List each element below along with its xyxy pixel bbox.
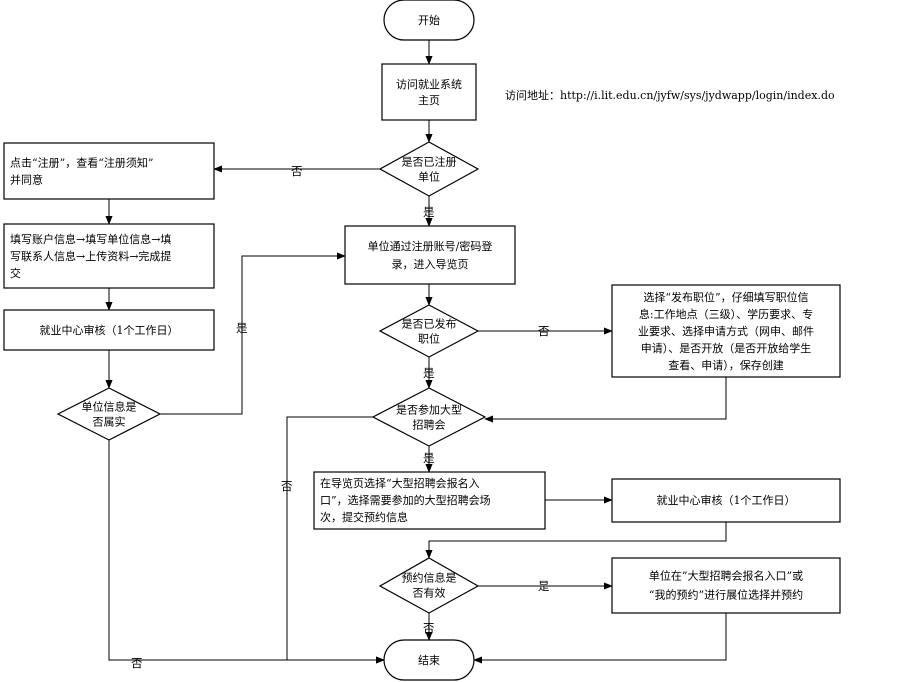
decision-info-true: 单位信息是否属实: [56, 387, 162, 441]
node-label-line: “我的预约”进行展位选择并预约: [649, 588, 803, 602]
node-label-line: 访问就业系统: [396, 77, 462, 91]
node-label-line: 单位在”大型招聘会报名入口”或: [649, 569, 803, 583]
node-label-line: 是否参加大型: [396, 403, 462, 417]
edge-postjob-fair: [484, 377, 727, 423]
node-label-line: 职位: [418, 332, 440, 346]
node-label-line: 就业中心审核（1个工作日）: [40, 323, 179, 337]
node-select-fair: 在导览页选择“大型招聘会报名入口”，选择需要参加的大型招聘会场次，提交预约信息: [313, 471, 546, 530]
node-login: 单位通过注册账号/密码登录，进入导览页: [344, 225, 516, 285]
node-label-line: 点击“注册”，查看“注册须知”: [10, 156, 154, 170]
label-posted-no: 否: [538, 324, 550, 338]
label-registered-no: 否: [291, 164, 303, 178]
node-label-fair: 是否参加大型招聘会: [396, 403, 462, 432]
node-label-review2: 就业中心审核（1个工作日）: [657, 493, 796, 507]
node-label-line: 否属实: [93, 415, 126, 429]
node-label-visit: 访问就业系统主页: [396, 77, 462, 107]
node-label-line: 交: [10, 266, 21, 280]
node-label-valid: 预约信息是否有效: [402, 571, 457, 600]
node-label-line: 是否已发布: [402, 317, 457, 331]
node-end: 结束: [383, 639, 475, 681]
node-label-end: 结束: [418, 654, 440, 667]
node-label-line: 就业中心审核（1个工作日）: [657, 493, 796, 507]
label-registered-yes: 是: [423, 205, 435, 219]
edge-booth-end: [473, 613, 727, 664]
edge-truth-login: [160, 252, 346, 415]
node-label-line: 录，进入导览页: [392, 257, 469, 271]
decision-registered: 是否已注册单位: [378, 141, 480, 197]
node-label-line: 业要求、选择申请方式（网申、邮件: [638, 324, 814, 338]
decision-booking-valid: 预约信息是否有效: [378, 557, 480, 614]
node-label-posted: 是否已发布职位: [402, 317, 457, 346]
node-label-line: 申请）、是否开放（是否开放给学生: [641, 341, 812, 355]
decision-join-fair: 是否参加大型招聘会: [371, 387, 487, 447]
node-label-fill: 填写账户信息→填写单位信息→填写联系人信息→上传资料→完成提交: [10, 232, 171, 280]
node-label-line: 息:工作地点（三级）、学历要求、专: [639, 307, 813, 321]
label-truth-no: 否: [131, 656, 143, 670]
node-review-1: 就业中心审核（1个工作日）: [3, 309, 215, 351]
label-truth-yes: 是: [236, 321, 248, 335]
nodes: 开始 访问就业系统主页 是否已注册单位 点击“注册”，查看“注册须知” 并同意 填…: [3, 0, 841, 681]
node-label-line: 次，提交预约信息: [320, 510, 408, 524]
node-label-line: 单位通过注册账号/密码登: [368, 239, 493, 253]
node-label-registered: 是否已注册单位: [402, 155, 457, 184]
node-label-line: 结束: [418, 654, 440, 667]
node-label-line: 单位: [418, 170, 440, 184]
label-valid-yes: 是: [538, 579, 550, 593]
node-review-2: 就业中心审核（1个工作日）: [611, 478, 841, 523]
node-fill-info: 填写账户信息→填写单位信息→填写联系人信息→上传资料→完成提交: [3, 223, 215, 289]
node-label-line: 查看、申请），保存创建: [668, 358, 784, 372]
node-start: 开始: [383, 0, 475, 41]
label-fair-no: 否: [281, 479, 293, 493]
node-booth-select: 单位在”大型招聘会报名入口”或 “我的预约”进行展位选择并预约: [611, 557, 841, 614]
node-label-line: 开始: [418, 13, 440, 27]
node-label-line: 并同意: [10, 173, 43, 187]
node-label-truth: 单位信息是否属实: [82, 400, 137, 429]
label-posted-yes: 是: [423, 366, 435, 380]
edge-fair-end: [286, 416, 385, 664]
node-register-agree: 点击“注册”，查看“注册须知” 并同意: [3, 142, 215, 200]
node-label-line: 写联系人信息→上传资料→完成提: [10, 249, 171, 263]
node-label-line: 招聘会: [413, 418, 446, 432]
node-label-start: 开始: [418, 13, 440, 27]
node-label-select: 在导览页选择“大型招聘会报名入口”，选择需要参加的大型招聘会场次，提交预约信息: [320, 476, 491, 524]
node-label-login: 单位通过注册账号/密码登录，进入导览页: [368, 239, 493, 271]
node-label-line: 预约信息是: [402, 571, 457, 585]
access-url-note: 访问地址：http://i.lit.edu.cn/jyfw/sys/jydwap…: [505, 88, 835, 102]
node-label-line: 否有效: [413, 586, 446, 600]
node-label-line: 在导览页选择“大型招聘会报名入: [320, 476, 480, 490]
node-post-job: 选择“发布职位”，仔细填写职位信息:工作地点（三级）、学历要求、专业要求、选择申…: [611, 284, 841, 378]
node-label-booth: 单位在”大型招聘会报名入口”或 “我的预约”进行展位选择并预约: [649, 569, 803, 602]
label-valid-no: 否: [423, 621, 435, 635]
node-label-line: 单位信息是: [82, 400, 137, 414]
label-fair-yes: 是: [423, 451, 435, 465]
edge-labels: 否 是 是 否 是 是 否 是 否 否: [131, 164, 550, 670]
edges: [105, 40, 727, 664]
node-label-register: 点击“注册”，查看“注册须知” 并同意: [10, 156, 154, 187]
node-label-review1: 就业中心审核（1个工作日）: [40, 323, 179, 337]
node-label-line: 是否已注册: [402, 155, 457, 169]
node-label-line: 选择“发布职位”，仔细填写职位信: [643, 290, 808, 304]
node-label-postjob: 选择“发布职位”，仔细填写职位信息:工作地点（三级）、学历要求、专业要求、选择申…: [638, 290, 814, 372]
node-label-line: 口”，选择需要参加的大型招聘会场: [320, 493, 491, 507]
edge-review2-valid: [425, 522, 727, 559]
node-label-line: 主页: [418, 94, 440, 107]
node-visit-homepage: 访问就业系统主页: [381, 63, 477, 121]
decision-job-posted: 是否已发布职位: [378, 304, 480, 358]
node-label-line: 填写账户信息→填写单位信息→填: [10, 232, 171, 246]
